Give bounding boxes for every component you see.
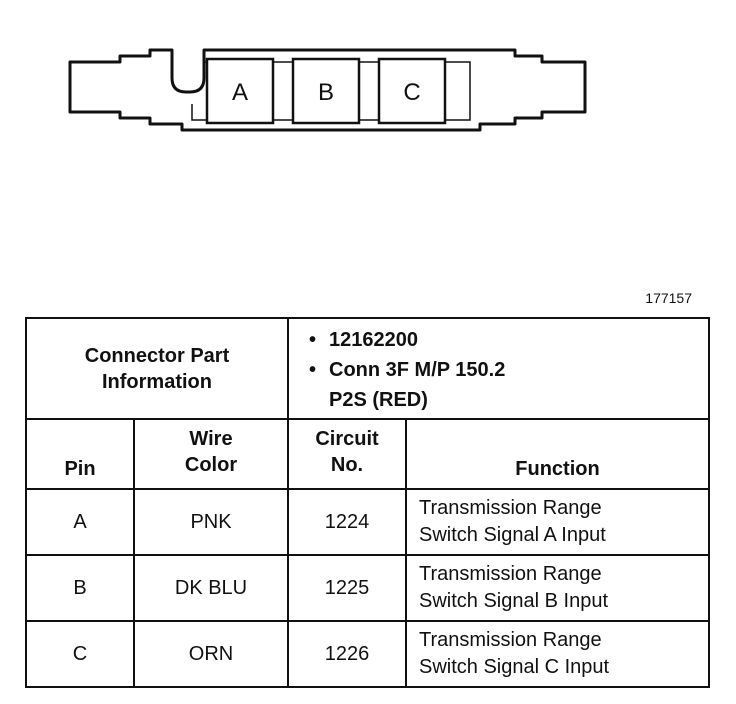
pin-label-c: C [403, 79, 420, 106]
header-circuit-no: Circuit No. [287, 418, 407, 490]
row-c-function-line1: Transmission Range [419, 629, 602, 651]
row-b-function-line1: Transmission Range [419, 563, 602, 585]
part-description-1: Conn 3F M/P 150.2 [329, 359, 506, 381]
column-header-row: Pin Wire Color Circuit No. Function [25, 418, 711, 490]
header-wire-color: Wire Color [133, 418, 289, 490]
row-c-circuit: 1226 [287, 620, 407, 688]
part-info-value-cell: • 12162200 • Conn 3F M/P 150.2 P2S (RED) [286, 317, 711, 420]
header-circuit-line1: Circuit [315, 428, 379, 450]
row-c-pin: C [25, 620, 135, 688]
part-description-line: • Conn 3F M/P 150.2 [309, 355, 708, 385]
row-a-wire-color: PNK [133, 488, 289, 556]
header-function: Function [404, 418, 711, 490]
connector-pinout-table: Connector Part Information • 12162200 • Co… [25, 317, 711, 688]
part-number-line: • 12162200 [309, 325, 708, 355]
header-wire-color-line1: Wire [189, 428, 233, 450]
row-b-function-line2: Switch Signal B Input [419, 590, 608, 612]
row-c-function-line2: Switch Signal C Input [419, 656, 610, 678]
bullet-icon: • [309, 359, 317, 381]
table-row: A PNK 1224 Transmission Range Switch Sig… [25, 488, 711, 556]
row-a-function-line2: Switch Signal A Input [419, 524, 606, 546]
connector-housing-outline [68, 48, 587, 132]
pin-label-a: A [232, 79, 248, 106]
part-number: 12162200 [329, 329, 418, 351]
pin-cavity-b [291, 57, 361, 125]
part-info-label-cell: Connector Part Information [25, 317, 289, 420]
part-info-label-line1: Connector Part [84, 344, 230, 367]
row-c-function: Transmission Range Switch Signal C Input [404, 620, 711, 688]
row-b-function: Transmission Range Switch Signal B Input [404, 554, 711, 622]
part-info-row: Connector Part Information • 12162200 • Co… [25, 317, 711, 420]
pin-cavity-c [377, 57, 447, 125]
row-a-function: Transmission Range Switch Signal A Input [404, 488, 711, 556]
row-a-function-line1: Transmission Range [419, 497, 602, 519]
table-row: B DK BLU 1225 Transmission Range Switch … [25, 554, 711, 622]
connector-face-drawing: A B C [68, 48, 587, 132]
header-wire-color-line2: Color [184, 454, 238, 476]
row-a-circuit: 1224 [287, 488, 407, 556]
pin-cavity-a [205, 57, 275, 125]
table-row: C ORN 1226 Transmission Range Switch Sig… [25, 620, 711, 688]
row-b-pin: B [25, 554, 135, 622]
row-b-wire-color: DK BLU [133, 554, 289, 622]
header-pin: Pin [25, 418, 135, 490]
bullet-icon: • [309, 329, 317, 351]
pin-label-b: B [318, 79, 334, 106]
row-a-pin: A [25, 488, 135, 556]
header-circuit-line2: No. [330, 454, 364, 476]
part-description-2: P2S (RED) [329, 389, 428, 411]
row-c-wire-color: ORN [133, 620, 289, 688]
row-b-circuit: 1225 [287, 554, 407, 622]
part-info-label-line2: Information [102, 370, 212, 393]
figure-number: 177157 [645, 290, 692, 306]
